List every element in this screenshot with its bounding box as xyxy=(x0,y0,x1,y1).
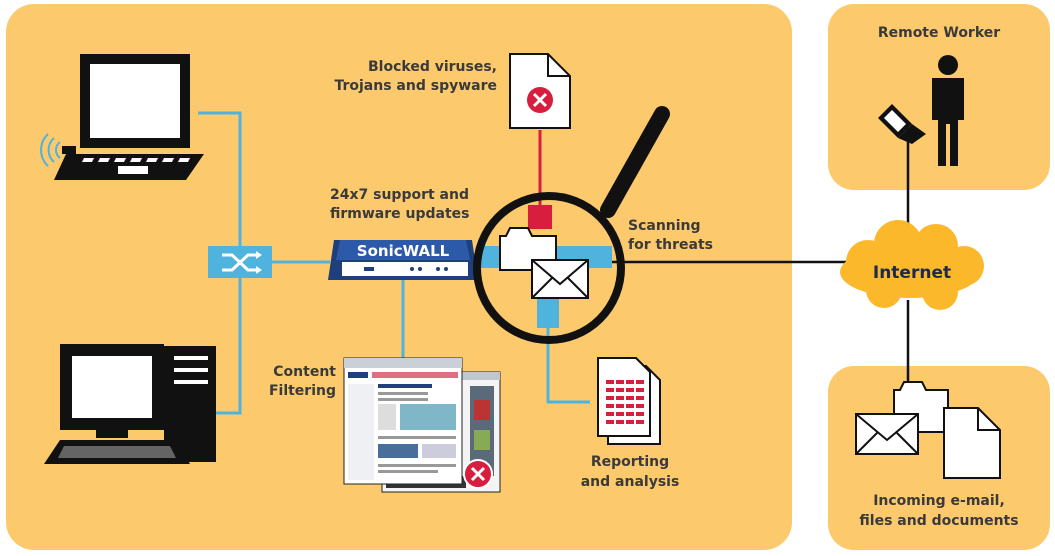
remote-worker-label: Remote Worker xyxy=(878,25,1000,41)
filtered-webpage-front xyxy=(343,357,463,485)
support-updates-label-line2: firmware updates xyxy=(330,206,470,222)
incoming-panel xyxy=(828,366,1050,550)
wireless-card-icon xyxy=(40,133,76,167)
content-filtering-label-line2: Filtering xyxy=(269,383,336,399)
sonicwall-appliance xyxy=(328,240,478,280)
desktop-computer-icon xyxy=(44,344,216,464)
email-envelope-icon xyxy=(531,259,589,299)
blocked-content-icon xyxy=(463,459,493,489)
wan-connections xyxy=(612,128,910,390)
reporting-label-line2: and analysis xyxy=(581,474,680,490)
incoming-document-icon xyxy=(943,407,1001,479)
incoming-label-line1: Incoming e-mail, xyxy=(873,493,1005,509)
blocked-document-icon xyxy=(509,53,571,129)
internet-label: Internet xyxy=(873,263,951,283)
content-filtering-label-line1: Content xyxy=(273,364,336,380)
remote-laptop-icon xyxy=(878,104,926,144)
blocked-threats-label-line2: Trojans and spyware xyxy=(334,78,497,94)
support-updates-label-line1: 24x7 support and xyxy=(330,187,469,203)
scanning-label-line2: for threats xyxy=(628,237,713,253)
magnifying-glass-icon xyxy=(473,106,670,344)
blocked-threats-label-line1: Blocked viruses, xyxy=(368,59,497,75)
remote-worker-person-icon xyxy=(932,55,964,166)
threat-block xyxy=(528,205,552,229)
internet-cloud-icon xyxy=(840,220,984,310)
network-switch-icon xyxy=(208,246,272,278)
appliance-brand-label: SonicWALL xyxy=(357,242,450,260)
report-document-icon xyxy=(597,357,661,445)
scanning-label-line1: Scanning xyxy=(628,218,701,234)
reporting-label-line1: Reporting xyxy=(591,454,669,470)
incoming-label-line2: files and documents xyxy=(859,513,1018,529)
laptop-icon xyxy=(54,54,204,180)
report-flow-bar xyxy=(537,296,559,328)
incoming-envelope-icon xyxy=(855,413,919,455)
